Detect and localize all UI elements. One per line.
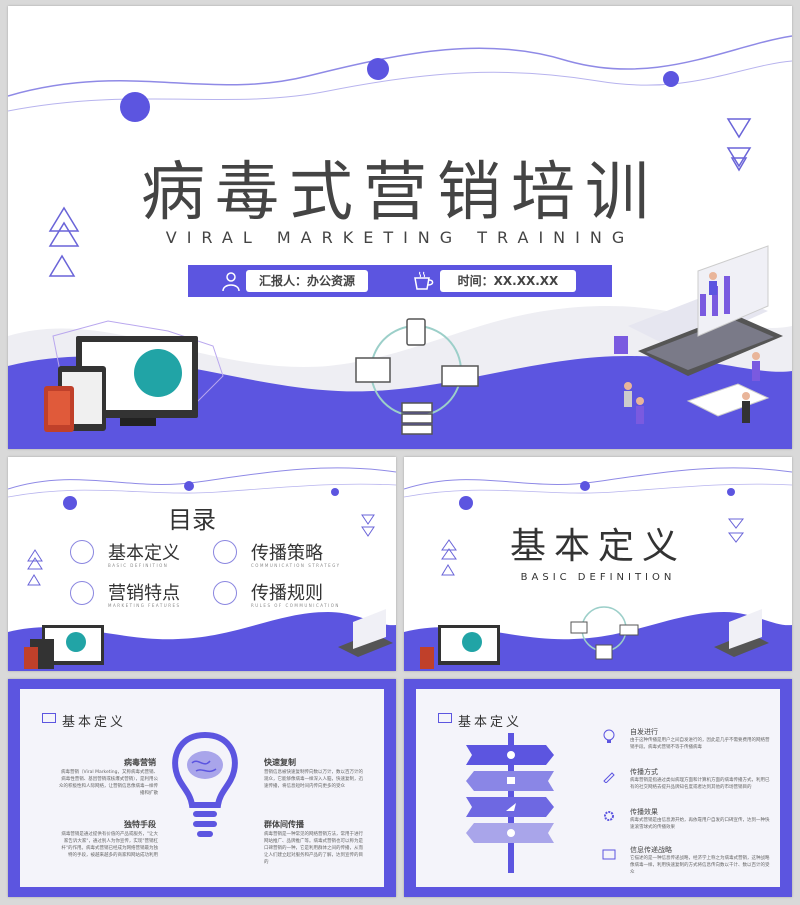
slide-header: 基本定义 xyxy=(458,715,523,730)
content-panel: 基本定义 病毒营销 病毒营销（Viral Marketing，又称病毒式营销、病… xyxy=(20,689,384,887)
section-title: 基本定义 xyxy=(509,526,686,567)
document-icon xyxy=(70,581,94,605)
slide-contents[interactable]: 目录 基本定义 BASIC DEFINITION 传播策略 COMMUNICAT… xyxy=(8,457,396,671)
block-title: 快速复制 xyxy=(264,758,296,767)
toc-item-1[interactable]: 基本定义 xyxy=(108,543,180,564)
block-body: 病毒营销是一种常见的网络营销方法，常用于进行网站推广、品牌推广等。病毒式营销也可… xyxy=(264,832,363,865)
coffee-cup-icon xyxy=(414,271,434,290)
toc-item-3[interactable]: 营销特点 xyxy=(108,583,180,604)
gear-icon xyxy=(604,811,614,821)
content-panel: 基本定义 自发进行 由于这种传播是用户之间自发进行的，因此是几乎不需要费用的网络… xyxy=(416,689,780,887)
signpost-illustration xyxy=(466,733,554,873)
block-body: 它描述的是一种信息传递战略，经济学上称之为病毒式营销，这种战略像病毒一样，利用快… xyxy=(630,856,770,875)
person-icon xyxy=(222,272,240,292)
lightbulb-icon xyxy=(603,729,615,743)
chart-icon xyxy=(438,713,452,723)
toc-item-3-en: MARKETING FEATURES xyxy=(108,603,181,608)
check-icon xyxy=(507,829,515,837)
laptop-people-illustration xyxy=(614,245,783,424)
slide-section-title[interactable]: 基本定义 BASIC DEFINITION xyxy=(404,457,792,671)
contents-decoration xyxy=(8,467,396,671)
contents-title: 目录 xyxy=(168,506,216,534)
wallet-icon xyxy=(602,849,616,860)
lightbulb-brain-icon xyxy=(172,731,238,837)
block-title: 自发进行 xyxy=(630,728,658,736)
lock-icon xyxy=(507,777,515,784)
gear-icon xyxy=(507,751,515,759)
slide-definition-bulb[interactable]: 基本定义 病毒营销 病毒营销（Viral Marketing，又称病毒式营销、病… xyxy=(8,679,396,897)
block-title: 传播方式 xyxy=(630,768,658,776)
pencil-icon xyxy=(603,772,615,783)
toc-item-2-en: COMMUNICATION STRATEGY xyxy=(251,563,341,568)
network-illustration xyxy=(355,318,479,435)
cover-title: 病毒式营销培训 xyxy=(141,156,659,230)
block-body: 病毒营销是指通过类似病理方面和计算机方面的病毒传播方式，利用已有的社交网络去提升… xyxy=(630,778,770,790)
devices-illustration xyxy=(44,320,224,432)
time-label: 时间：XX.XX.XX xyxy=(440,270,576,292)
block-body: 病毒式营销是由信息源开始，再依靠用户自发的口碑宣传，达到一种快速滚雪球式的传播效… xyxy=(630,818,770,830)
block-title: 传播效果 xyxy=(630,808,658,816)
block-title: 信息传递战略 xyxy=(630,846,672,854)
block-title: 群体间传播 xyxy=(264,820,304,829)
document-icon xyxy=(213,581,237,605)
reporter-label: 汇报人：办公资源 xyxy=(246,270,368,292)
block-body: 病毒营销（Viral Marketing，又称病毒式营销、病毒性营销、基因营销或… xyxy=(59,770,158,796)
document-icon xyxy=(70,540,94,564)
toc-item-1-en: BASIC DEFINITION xyxy=(108,563,169,568)
block-title: 独特手段 xyxy=(124,820,156,829)
section-decoration xyxy=(404,467,792,671)
toc-item-2[interactable]: 传播策略 xyxy=(251,543,323,564)
slide-header: 基本定义 xyxy=(62,715,127,730)
document-icon xyxy=(213,540,237,564)
block-body: 营销信息被快速复制传向数以万计，数以百万计的观众，它能够像病毒一样深入人脑，快速… xyxy=(264,770,363,789)
block-body: 病毒营销是通过提供有价值的产品或服务，"让大家告诉大家"，通过别人为你宣传，实现… xyxy=(61,832,158,858)
toc-item-4[interactable]: 传播规则 xyxy=(251,583,323,604)
slide-cover[interactable]: 病毒式营销培训 VIRAL MARKETING TRAINING 汇报人：办公资… xyxy=(8,6,792,449)
cover-decoration xyxy=(8,35,792,449)
rocket-icon xyxy=(506,803,516,811)
toc-item-4-en: RULES OF COMMUNICATION xyxy=(251,603,340,608)
section-subtitle: BASIC DEFINITION xyxy=(520,572,676,583)
cover-subtitle: VIRAL MARKETING TRAINING xyxy=(165,228,635,247)
info-bar: 汇报人：办公资源 时间：XX.XX.XX xyxy=(188,265,612,297)
chart-icon xyxy=(42,713,56,723)
slide-definition-signpost[interactable]: 基本定义 自发进行 由于这种传播是用户之间自发进行的，因此是几乎不需要费用的网络… xyxy=(404,679,792,897)
block-title: 病毒营销 xyxy=(124,758,156,767)
block-body: 由于这种传播是用户之间自发进行的，因此是几乎不需要费用的网络营销手段。病毒式营销… xyxy=(630,738,770,750)
